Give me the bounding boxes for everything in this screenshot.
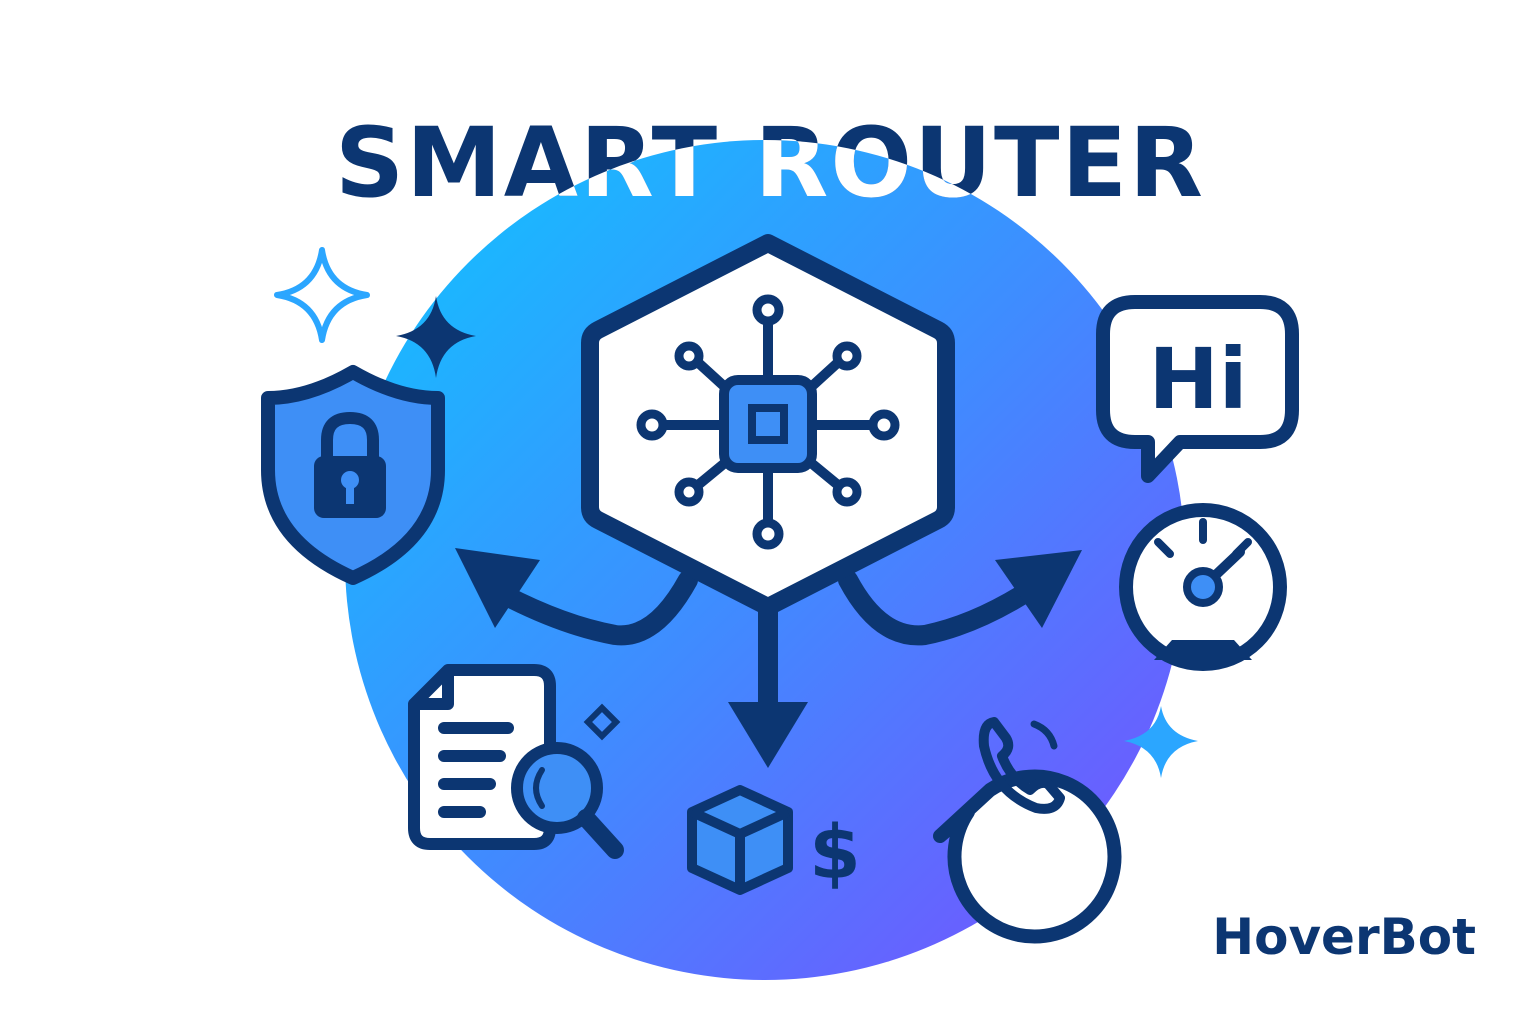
routing-arrows xyxy=(455,548,1082,768)
shield-lock-icon xyxy=(261,365,445,585)
cube-cost-icon: $ xyxy=(687,785,861,896)
chat-bubble-label: Hi xyxy=(1148,330,1247,428)
phone-chat-icon xyxy=(933,717,1122,944)
sparkle-icon xyxy=(274,247,370,343)
title-text: SMART ROUTER xyxy=(335,107,1205,219)
sparkle-icon xyxy=(396,296,476,378)
speedometer-icon xyxy=(1119,503,1287,671)
document-search-icon xyxy=(408,664,624,859)
chat-bubble-icon: Hi xyxy=(1096,295,1299,483)
hexagon-chip-hub-icon xyxy=(581,234,955,616)
sparkle-icon xyxy=(1124,706,1198,778)
arrow-left-icon xyxy=(485,570,698,646)
arrow-down-head xyxy=(728,702,808,768)
currency-symbol: $ xyxy=(809,810,861,896)
brand-logo: HoverBot xyxy=(1212,908,1476,966)
arrow-left-head xyxy=(455,548,540,628)
arrow-right-icon xyxy=(838,570,1040,646)
arrow-right-head xyxy=(995,550,1082,628)
page-title: SMART ROUTER SMART ROUTER xyxy=(335,107,1205,219)
